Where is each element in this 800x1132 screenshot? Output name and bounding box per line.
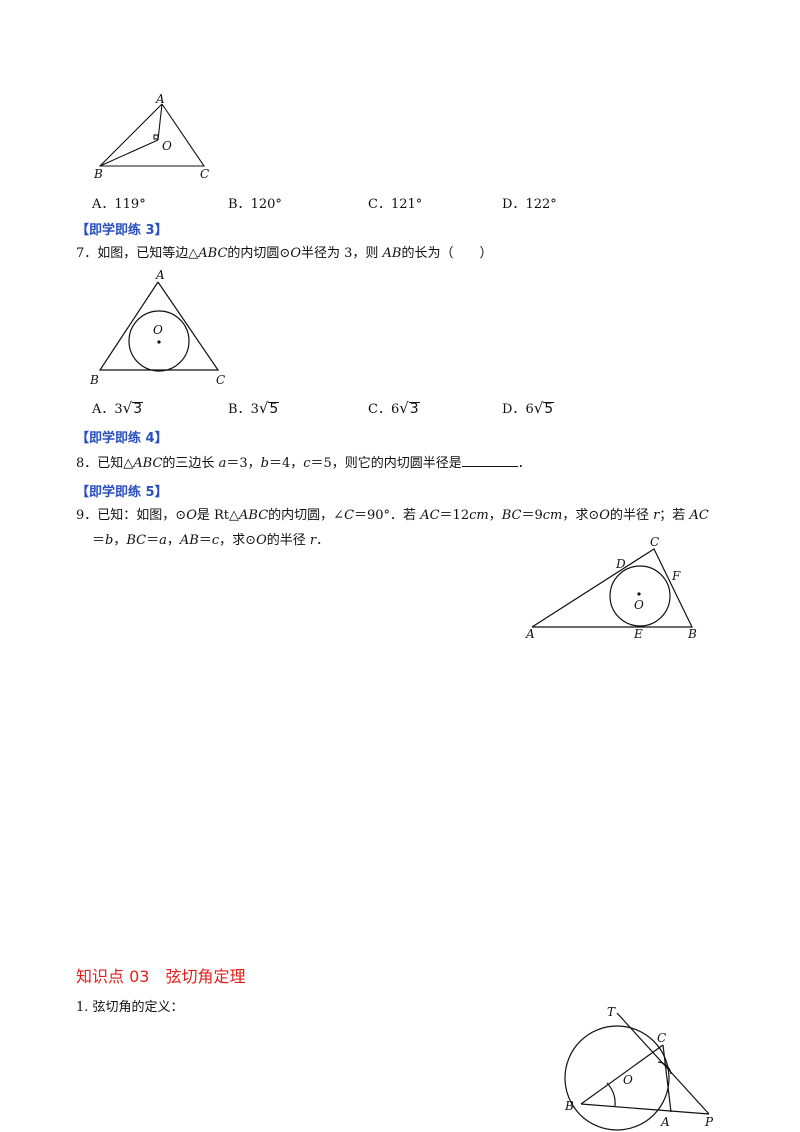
- q8-answer-blank[interactable]: [461, 454, 518, 467]
- practice-3-heading: 【即学即练 3】: [76, 223, 168, 238]
- q7-label-a: A: [155, 268, 165, 282]
- q9-label-o: O: [634, 598, 644, 612]
- chord-tangent-angle-definition: 1. 弦切角的定义：: [76, 1000, 184, 1015]
- p1-label-p: P: [704, 1115, 714, 1129]
- q9-label-d: D: [615, 557, 626, 571]
- practice-5-heading: 【即学即练 5】: [76, 485, 168, 500]
- p1-label-t: T: [607, 1005, 616, 1019]
- q7-label-o: O: [153, 323, 163, 337]
- q6-option-d[interactable]: D．122°: [502, 197, 557, 212]
- q6-option-a[interactable]: A．119°: [92, 197, 146, 212]
- section-title: 知识点 03 弦切角定理: [76, 967, 246, 986]
- p1-label-o: O: [623, 1073, 633, 1087]
- q6-option-b[interactable]: B．120°: [228, 197, 282, 212]
- q9-label-b: B: [687, 627, 697, 641]
- q7-triangle-incircle-figure: A O B C: [89, 268, 225, 387]
- q6-label-a: A: [155, 92, 165, 106]
- q7-option-b[interactable]: B．3√5: [228, 399, 280, 417]
- q9-right-triangle-incircle-figure: C D F O A E B: [525, 535, 697, 641]
- q7-option-c[interactable]: C．6√3: [368, 399, 420, 417]
- p1-label-b: B: [564, 1099, 574, 1113]
- q9-question-line2: ＝b，BC＝a，AB＝c，求⊙O的半径 r．: [92, 533, 330, 548]
- q7-label-c: C: [216, 373, 225, 387]
- q7-option-a[interactable]: A．3√3: [92, 399, 144, 417]
- q7-question: 7．如图，已知等边△ABC的内切圆⊙O半径为 3，则 AB的长为（ ）: [76, 246, 493, 261]
- q6-label-b: B: [93, 167, 103, 181]
- p1-label-c: C: [657, 1031, 666, 1045]
- q6-triangle-figure: A O B C: [93, 92, 209, 181]
- practice-4-heading: 【即学即练 4】: [76, 431, 168, 446]
- q9-label-e: E: [633, 627, 643, 641]
- q8-question: 8．已知△ABC的三边长 a＝3，b＝4，c＝5，则它的内切圆半径是．: [76, 454, 531, 471]
- chord-tangent-angle-figure: T C O B A P: [564, 1005, 714, 1131]
- q7-option-d[interactable]: D．6√5: [502, 399, 555, 417]
- p1-label-a: A: [660, 1115, 670, 1129]
- q9-question-line1: 9．已知：如图，⊙O是 Rt△ABC的内切圆，∠C＝90°．若 AC＝12cm，…: [76, 508, 709, 523]
- q6-label-c: C: [200, 167, 209, 181]
- q9-label-f: F: [671, 569, 681, 583]
- q9-label-a: A: [525, 627, 535, 641]
- q6-option-c[interactable]: C．121°: [368, 197, 423, 212]
- q7-label-b: B: [89, 373, 99, 387]
- q6-label-o: O: [162, 139, 172, 153]
- q9-label-c: C: [650, 535, 659, 549]
